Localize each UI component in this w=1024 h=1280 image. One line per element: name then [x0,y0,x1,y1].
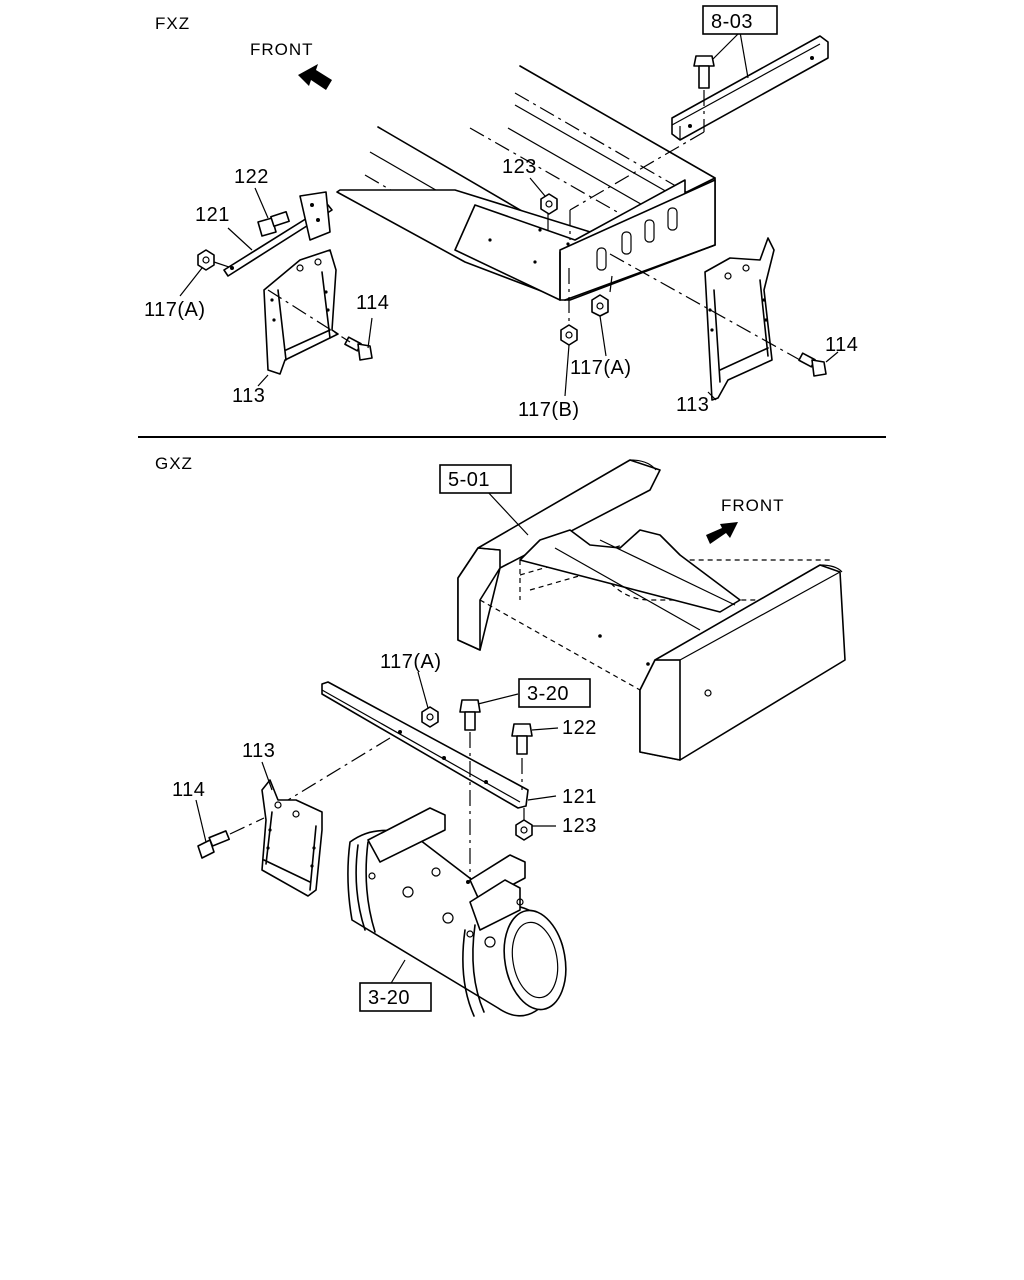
fxz-label-121: 121 [195,204,230,226]
fxz-label-113-left: 113 [232,385,265,407]
fxz-top-bolt-icon [569,55,715,240]
fxz-label-117a-right: 117(A) [570,357,632,379]
gxz-frame [457,459,846,761]
gxz-bracket-121 [321,681,529,809]
gxz-label-121: 121 [562,786,597,808]
fxz-bracket-121 [223,191,333,277]
gxz-label-117a: 117(A) [380,651,442,673]
fxz-label-122: 122 [234,166,269,188]
fxz-bolt-114-right-icon [798,352,827,377]
gxz-ref-box-5-01[interactable]: 5-01 [439,464,512,494]
fxz-label-123: 123 [502,156,537,178]
fxz-label-114-right: 114 [825,334,858,356]
gxz-label-113: 113 [242,740,275,762]
gxz-label-114: 114 [172,779,205,801]
fxz-label-113-right: 113 [676,394,709,416]
fxz-label-117a-left: 117(A) [144,299,206,321]
gxz-section-title: GXZ [155,454,193,473]
gxz-tank [347,807,567,1017]
svg-text:8-03: 8-03 [711,11,753,33]
svg-text:3-20: 3-20 [368,987,410,1009]
fxz-stay-113-right [704,237,775,401]
fxz-nut-123-icon [540,193,558,215]
gxz-ref-box-3-20-tank[interactable]: 3-20 [359,982,432,1012]
gxz-bolt-122-icon [511,723,533,755]
gxz-label-123: 123 [562,815,597,837]
svg-text:5-01: 5-01 [448,469,490,491]
fxz-nut-117b-icon [560,324,578,346]
gxz-nut-123-icon [515,819,533,841]
gxz-ref-box-3-20-bolt[interactable]: 3-20 [518,678,591,708]
fxz-nut-117a-left-icon [197,249,215,271]
fxz-bolt-122-icon [257,210,290,237]
gxz-stay-113 [261,779,323,897]
fxz-label-114-left: 114 [356,292,389,314]
fxz-front-label: FRONT [250,40,314,59]
fxz-section-title: FXZ [155,14,190,33]
gxz-bolt-3-20-icon [459,699,481,731]
fxz-stay-113-left [263,249,339,375]
gxz-front-arrow-icon [706,522,738,544]
gxz-section: GXZ FRONT [155,454,846,1017]
fxz-nut-117a-right-icon [591,294,609,317]
gxz-front-label: FRONT [721,496,785,515]
gxz-label-122: 122 [562,717,597,739]
fxz-angle-bracket [671,35,829,141]
gxz-nut-117a-icon [421,706,439,728]
fxz-bolt-114-left-icon [344,336,373,361]
svg-text:3-20: 3-20 [527,683,569,705]
fxz-label-117b: 117(B) [518,399,580,421]
fxz-front-arrow-icon [298,64,332,90]
fxz-crossmember [336,177,716,301]
gxz-bolt-114-icon [197,830,231,859]
fxz-ref-box-8-03[interactable]: 8-03 [702,5,778,35]
fxz-section: FXZ FRONT [144,5,858,421]
